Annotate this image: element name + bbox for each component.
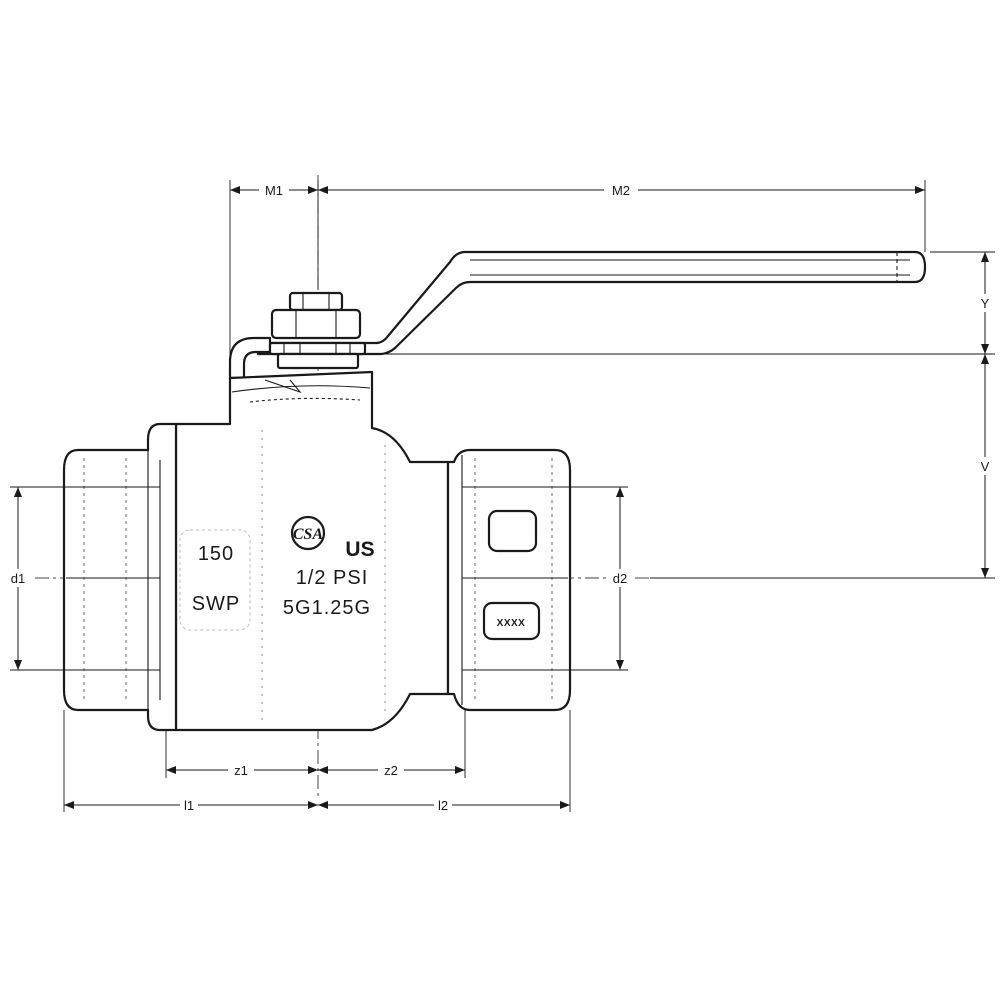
dimension-z1: z1: [165, 730, 318, 779]
us-marking: US: [345, 538, 374, 561]
dimension-y: Y: [380, 251, 995, 355]
pressure-marking: 150: [198, 543, 234, 565]
m2-label: M2: [612, 183, 630, 198]
dimension-d1: d1: [6, 486, 66, 671]
v-label: V: [981, 459, 990, 474]
stem-nut: [268, 291, 367, 370]
l2-label: l2: [438, 798, 448, 813]
left-end-connector: [62, 422, 178, 732]
dimension-l2: l2: [318, 710, 571, 814]
swp-marking: SWP: [192, 593, 241, 615]
body-markings: 150 SWP CSA US 1/2 PSI 5G1.25G: [179, 515, 375, 631]
d1-label: d1: [11, 571, 25, 586]
valve-body: [174, 370, 450, 732]
size-marking: 1/2 PSI: [296, 567, 369, 589]
l1-label: l1: [184, 798, 194, 813]
tag-label: XXXX: [497, 618, 526, 629]
m1-label: M1: [265, 183, 283, 198]
dimension-m2: M2: [318, 180, 926, 252]
tag-plate: [482, 601, 541, 641]
wrench-flat-upper: [487, 509, 538, 553]
svg-text:CSA: CSA: [293, 526, 324, 543]
csa-logo: CSA: [290, 515, 326, 551]
dimension-d2: d2: [568, 486, 633, 671]
z2-label: z2: [384, 763, 398, 778]
right-end-connector: XXXX: [446, 448, 572, 712]
z1-label: z1: [234, 763, 248, 778]
dimension-l1: l1: [63, 710, 318, 814]
dimension-z2: z2: [318, 710, 466, 779]
y-label: Y: [981, 296, 990, 311]
dimension-v: V: [650, 354, 995, 579]
d2-label: d2: [613, 571, 627, 586]
code-marking: 5G1.25G: [283, 597, 371, 619]
valve-handle: [228, 250, 927, 380]
dimension-m1: M1: [229, 180, 319, 378]
